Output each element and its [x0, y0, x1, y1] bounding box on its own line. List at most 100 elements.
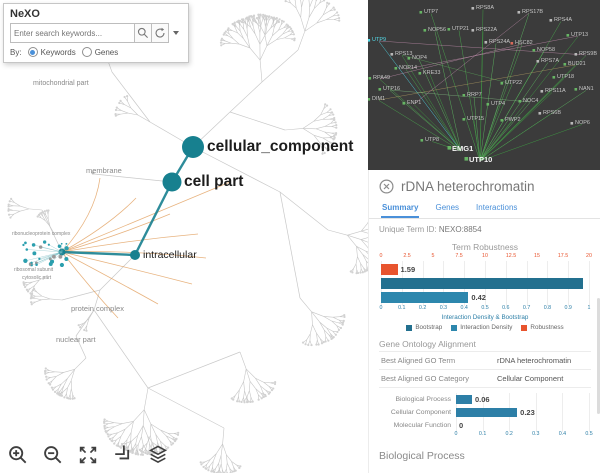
network-node-KRE33[interactable]: KRE33: [423, 70, 441, 76]
search-icon: [137, 27, 149, 39]
radio-genes[interactable]: Genes: [81, 47, 119, 57]
tree-node-label-cytosolic-part[interactable]: cytosolic part: [22, 275, 52, 281]
network-node-RRP7[interactable]: RRP7: [467, 92, 482, 98]
network-node-UTP21[interactable]: UTP21: [452, 26, 470, 32]
network-graphic: [368, 7, 587, 162]
zoom-in-button[interactable]: [6, 444, 30, 468]
search-button[interactable]: [135, 23, 152, 43]
keywords-radio-circle[interactable]: [27, 47, 38, 57]
selected-path: [61, 146, 195, 257]
network-node-UTP16[interactable]: UTP16: [383, 86, 401, 92]
network-node-RPS8A[interactable]: RPS8A: [476, 5, 495, 11]
network-node-NOC4[interactable]: NOC4: [523, 98, 539, 104]
network-node-UTP10[interactable]: UTP10: [469, 155, 493, 164]
reset-search-button[interactable]: [152, 23, 169, 43]
search-panel: NeXO By:: [3, 3, 189, 63]
app-title: NeXO: [10, 8, 40, 20]
robustness-bar-bootstrap: [381, 277, 589, 290]
radio-keywords[interactable]: Keywords: [27, 47, 76, 57]
network-node-NOP58[interactable]: NOP58: [537, 47, 556, 53]
tree-node-label-ribosomal-subunit[interactable]: ribosomal subunit: [14, 267, 54, 273]
network-node-UTP22[interactable]: UTP22: [505, 80, 523, 86]
network-node-NOP14[interactable]: NOP14: [399, 65, 418, 71]
network-node-NOP56[interactable]: NOP56: [428, 27, 447, 33]
network-node-UTP18[interactable]: UTP18: [557, 74, 575, 80]
robustness-bar-robustness: 1.59: [381, 263, 589, 276]
canvas-toolbar: [6, 444, 170, 468]
go-category-value: Cellular Component: [497, 374, 564, 383]
network-node-RPS11A[interactable]: RPS11A: [545, 88, 566, 94]
unique-term-id-line: Unique Term ID: NEXO:8854: [379, 225, 591, 234]
network-node-RPS4A[interactable]: RPS4A: [554, 17, 573, 23]
detail-tabs: Summary Genes Interactions: [369, 197, 600, 219]
genes-radio-circle[interactable]: [81, 47, 92, 57]
network-node-ENP1[interactable]: ENP1: [407, 100, 422, 106]
tree-node-label-intracellular[interactable]: intracellular: [143, 249, 197, 261]
robustness-axis-label: Interaction Density & Bootstrap: [441, 314, 529, 321]
legend-item: Bootstrap: [406, 324, 442, 331]
tab-genes[interactable]: Genes: [435, 203, 460, 212]
refresh-icon: [155, 27, 165, 38]
network-node-UTP13[interactable]: UTP13: [571, 32, 589, 38]
tree-node-label-mitochondrial-part[interactable]: mitochondrial part: [33, 80, 89, 87]
tree-node-label-cellular-component[interactable]: cellular_component: [207, 138, 354, 155]
tree-node-label-cell-part[interactable]: cell part: [184, 173, 244, 190]
network-node-UTP8[interactable]: UTP8: [425, 137, 440, 143]
interaction-network-panel[interactable]: UTP7 RPS8A RPS17B RPS4A UTP13 NOP56 UTP21 RPS22…: [368, 0, 600, 170]
network-node-EMG1[interactable]: EMG1: [452, 144, 474, 153]
network-node-RPS17B[interactable]: RPS17B: [522, 9, 544, 15]
network-node-NOP4[interactable]: NOP4: [412, 55, 427, 61]
network-node-RPS6B[interactable]: RPS6B: [543, 110, 562, 116]
network-node-NOP6[interactable]: NOP6: [575, 120, 590, 126]
search-input[interactable]: [10, 23, 135, 43]
table-row: Best Aligned GO Category Cellular Compon…: [379, 370, 591, 388]
tree-node-label-membrane[interactable]: membrane: [86, 166, 122, 175]
detail-scrollbar[interactable]: [597, 298, 600, 414]
network-node-RPS24A[interactable]: RPS24A: [489, 39, 511, 45]
table-row: Best Aligned GO Term rDNA heterochromati…: [379, 352, 591, 370]
network-node-UTP7[interactable]: UTP7: [424, 9, 439, 15]
robustness-bar-interaction-density: 0.42: [381, 291, 589, 304]
unique-term-id-label: Unique Term ID:: [379, 225, 437, 234]
network-node-HSC82[interactable]: HSC82: [515, 40, 533, 46]
network-node-UTP4[interactable]: UTP4: [491, 101, 506, 107]
tree-node-label-ribonucleoprotein-complex[interactable]: ribonucleoprotein complex: [12, 231, 71, 237]
layers-button[interactable]: [146, 444, 170, 468]
network-node-RPS22A[interactable]: RPS22A: [476, 27, 498, 33]
close-detail-icon[interactable]: [379, 179, 394, 194]
network-node-UTP9[interactable]: UTP9: [372, 37, 387, 43]
collapse-button[interactable]: [111, 444, 135, 468]
search-options-caret[interactable]: [169, 23, 182, 43]
network-node-RPA49[interactable]: RPA49: [373, 75, 391, 81]
tree-node-label-nuclear-part[interactable]: nuclear part: [56, 335, 96, 344]
tab-summary[interactable]: Summary: [381, 198, 420, 218]
network-node-BUD21[interactable]: BUD21: [568, 61, 586, 67]
term-detail-panel: rDNA heterochromatin Summary Genes Inter…: [368, 170, 600, 473]
fit-to-screen-button[interactable]: [76, 444, 100, 468]
keywords-radio-label: Keywords: [40, 47, 76, 57]
zoom-out-button[interactable]: [41, 444, 65, 468]
layers-icon: [148, 445, 168, 463]
association-links: [61, 177, 231, 319]
network-node-RPS13[interactable]: RPS13: [395, 51, 413, 57]
network-node-RPS9B[interactable]: RPS9B: [579, 51, 598, 57]
search-row: [10, 23, 182, 43]
go-alignment-title: Gene Ontology Alignment: [379, 339, 476, 349]
tree-node-label-protein-complex[interactable]: protein complex: [71, 304, 124, 313]
search-mode-row: By: Keywords Genes: [10, 47, 182, 57]
genes-radio-label: Genes: [94, 47, 119, 57]
network-edges: [378, 9, 587, 162]
network-node-UTP15[interactable]: UTP15: [467, 116, 485, 122]
tab-interactions[interactable]: Interactions: [476, 203, 518, 212]
network-node-DIM1[interactable]: DIM1: [372, 96, 386, 102]
network-node-NAN1[interactable]: NAN1: [579, 86, 594, 92]
network-node-RPS7A[interactable]: RPS7A: [541, 58, 560, 64]
network-node-PWP2[interactable]: PWP2: [505, 117, 521, 123]
robustness-bars: 1.59 0.42: [381, 261, 590, 306]
